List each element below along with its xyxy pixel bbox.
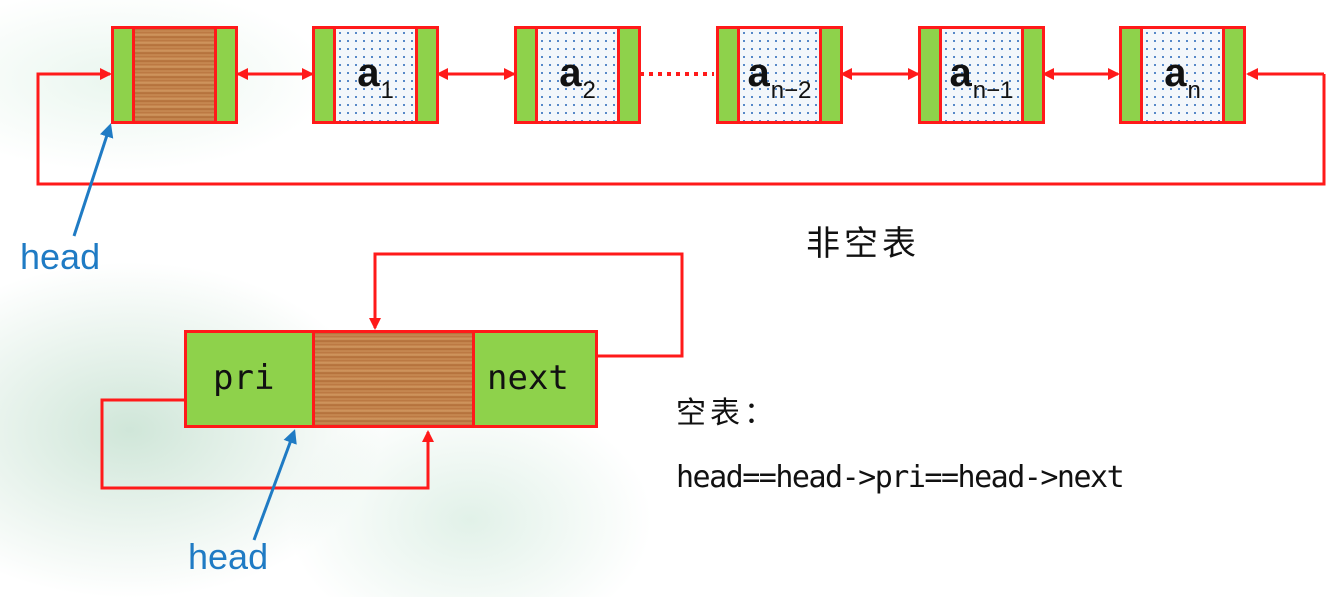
list-node-a2: a2 [514, 26, 641, 124]
node-data-field: an [1143, 29, 1222, 121]
nonempty-caption: 非空表 [806, 224, 920, 264]
node-data-field: an−1 [942, 29, 1021, 121]
list-node-a1: a1 [312, 26, 439, 124]
head-label-top: head [20, 236, 101, 277]
node-next-field [822, 29, 840, 121]
empty-caption: 空表： [676, 396, 778, 431]
node-pri-field [1122, 29, 1140, 121]
node-pri-field [719, 29, 737, 121]
node-pri-field [315, 29, 333, 121]
node-pri-field [517, 29, 535, 121]
head-pointer-bottom [252, 429, 297, 541]
next-loop [369, 252, 684, 358]
node-pri-field [114, 29, 132, 121]
pri-field-label: pri [213, 358, 275, 398]
list-node-an: an [1119, 26, 1246, 124]
node-data-field: a1 [336, 29, 415, 121]
node-label: an−1 [949, 51, 1014, 104]
head-label-bottom: head [188, 536, 269, 577]
node-next-field [418, 29, 436, 121]
loop-to-head [36, 68, 1326, 186]
node-label: a2 [559, 51, 596, 104]
empty-node-data-field [315, 333, 472, 425]
empty-node-pri-field: pri [187, 333, 312, 425]
empty-list-node: pri next [184, 330, 598, 428]
next-field-label: next [487, 358, 569, 398]
empty-condition: head==head->pri==head->next [676, 460, 1125, 495]
pri-loop [100, 398, 434, 490]
node-data-field: a2 [538, 29, 617, 121]
list-node-an-2: an−2 [716, 26, 843, 124]
head-pointer-top [72, 123, 114, 237]
list-node-head [111, 26, 238, 124]
node-next-field [217, 29, 235, 121]
node-pri-field [921, 29, 939, 121]
node-next-field [1024, 29, 1042, 121]
node-next-field [620, 29, 638, 121]
node-data-field: an−2 [740, 29, 819, 121]
node-label: an−2 [747, 51, 812, 104]
node-next-field [1225, 29, 1243, 121]
node-data-field [135, 29, 214, 121]
node-label: an [1164, 51, 1201, 104]
node-label: a1 [357, 51, 394, 104]
list-node-an-1: an−1 [918, 26, 1045, 124]
empty-node-next-field: next [475, 333, 595, 425]
